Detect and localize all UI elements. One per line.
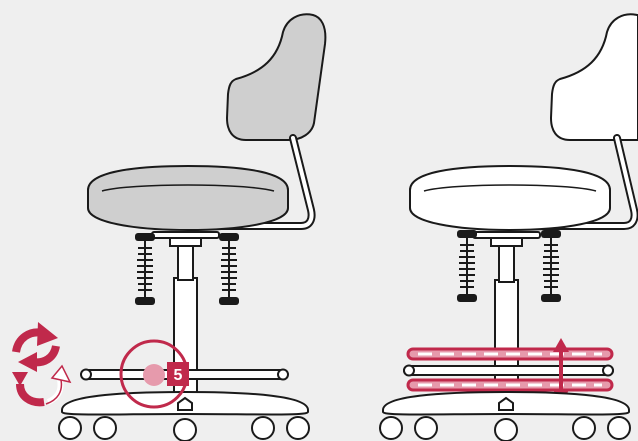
- rotate-clockwise-icon: [12, 322, 60, 372]
- lever-knob: [143, 364, 165, 386]
- right-backrest: [549, 13, 638, 141]
- left-chair-spring-left: [135, 233, 155, 305]
- right-chair-spring-left: [457, 230, 477, 302]
- step-badge-number: 5: [174, 367, 183, 384]
- right-chair: [379, 13, 638, 441]
- right-seat-cushion: [409, 164, 611, 232]
- height-lever-highlight: 5: [119, 339, 189, 409]
- right-chair-spring-right: [541, 230, 561, 302]
- right-chair-casters: [379, 416, 631, 441]
- rotate-counterclockwise-icon: [12, 364, 72, 407]
- left-chair-spring-right: [219, 233, 239, 305]
- left-seat-cushion: [87, 164, 289, 232]
- right-foot-ring: [403, 364, 614, 377]
- left-backrest: [225, 13, 327, 141]
- foot-ring-upper-position: [406, 347, 614, 361]
- left-chair: 5: [12, 13, 327, 441]
- left-chair-casters: [58, 416, 310, 441]
- foot-ring-lower-position: [406, 378, 614, 392]
- step-badge: [167, 362, 189, 386]
